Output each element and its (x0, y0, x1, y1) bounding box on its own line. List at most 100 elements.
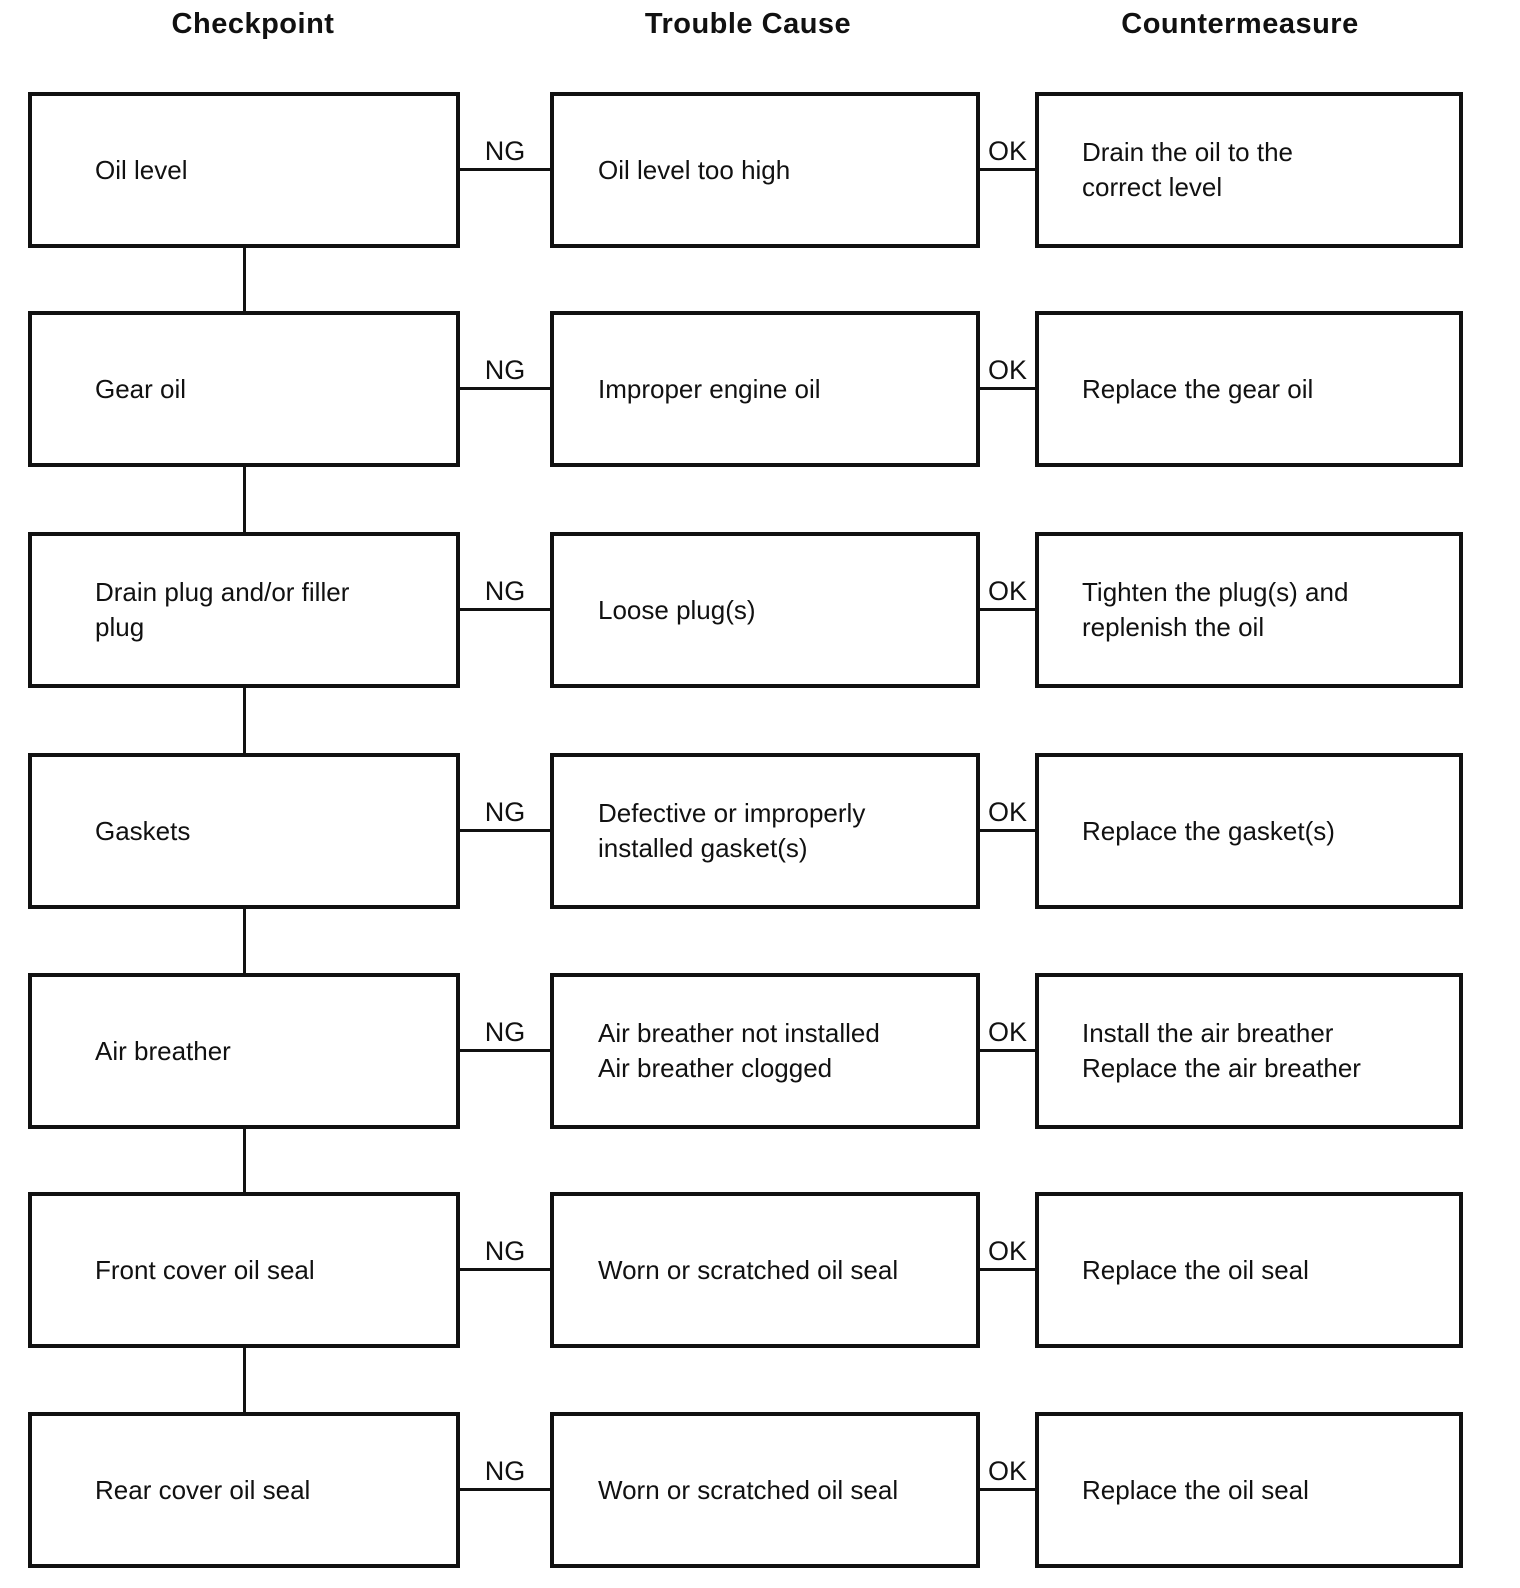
ng-connector: NG (460, 973, 550, 1129)
countermeasure-box: Replace the oil seal (1035, 1192, 1463, 1348)
ng-connector: NG (460, 753, 550, 909)
vertical-connector-line (243, 688, 246, 753)
trouble-cause-box: Worn or scratched oil seal (550, 1412, 980, 1568)
ng-connector-line (460, 1268, 550, 1271)
trouble-cause-box: Oil level too high (550, 92, 980, 248)
ng-connector: NG (460, 532, 550, 688)
countermeasure-text: Drain the oil to the correct level (1082, 137, 1294, 202)
trouble-cause-text: Defective or improperly installed gasket… (598, 798, 866, 863)
ok-label: OK (987, 136, 1028, 166)
flow-row: Oil level NG Oil level too high OK Drain… (0, 92, 1520, 248)
trouble-cause-text: Air breather not installed Air breather … (598, 1018, 880, 1083)
ok-connector-line (980, 1488, 1035, 1491)
checkpoint-box: Front cover oil seal (28, 1192, 460, 1348)
ng-connector-line (460, 1049, 550, 1052)
checkpoint-text: Air breather (95, 1035, 231, 1066)
checkpoint-text: Front cover oil seal (95, 1254, 315, 1285)
checkpoint-text: Gaskets (95, 815, 191, 846)
ng-label: NG (484, 797, 526, 827)
ok-connector-line (980, 168, 1035, 171)
countermeasure-text: Tighten the plug(s) and replenish the oi… (1082, 577, 1349, 642)
ng-label: NG (484, 136, 526, 166)
checkpoint-box: Rear cover oil seal (28, 1412, 460, 1568)
trouble-cause-text: Improper engine oil (598, 373, 821, 404)
ok-label: OK (987, 797, 1028, 827)
ng-label: NG (484, 1236, 526, 1266)
checkpoint-text: Gear oil (95, 373, 187, 404)
flow-row: Gaskets NG Defective or improperly insta… (0, 753, 1520, 909)
ng-label: NG (484, 576, 526, 606)
trouble-cause-text: Worn or scratched oil seal (598, 1254, 899, 1285)
trouble-cause-text: Worn or scratched oil seal (598, 1474, 899, 1505)
ok-connector: OK (980, 1192, 1035, 1348)
flow-row: Front cover oil seal NG Worn or scratche… (0, 1192, 1520, 1348)
vertical-connector-line (243, 1129, 246, 1192)
ng-connector-line (460, 168, 550, 171)
trouble-cause-box: Improper engine oil (550, 311, 980, 467)
trouble-cause-box: Loose plug(s) (550, 532, 980, 688)
countermeasure-text: Replace the gear oil (1082, 373, 1314, 404)
ok-label: OK (987, 355, 1028, 385)
trouble-cause-text: Oil level too high (598, 154, 791, 185)
vertical-connector-line (243, 467, 246, 532)
countermeasure-text: Replace the gasket(s) (1082, 815, 1335, 846)
countermeasure-box: Drain the oil to the correct level (1035, 92, 1463, 248)
ng-connector: NG (460, 1412, 550, 1568)
vertical-connector-line (243, 248, 246, 311)
ng-label: NG (484, 1017, 526, 1047)
checkpoint-text: Rear cover oil seal (95, 1474, 311, 1505)
vertical-connector-line (243, 1348, 246, 1412)
countermeasure-box: Tighten the plug(s) and replenish the oi… (1035, 532, 1463, 688)
ok-label: OK (987, 1236, 1028, 1266)
checkpoint-text: Oil level (95, 154, 188, 185)
checkpoint-box: Air breather (28, 973, 460, 1129)
trouble-cause-text: Loose plug(s) (598, 594, 756, 625)
trouble-cause-box: Defective or improperly installed gasket… (550, 753, 980, 909)
ng-connector: NG (460, 92, 550, 248)
flow-row: Drain plug and/or filler plug NG Loose p… (0, 532, 1520, 688)
ng-connector-line (460, 1488, 550, 1491)
ok-connector-line (980, 1268, 1035, 1271)
ok-connector-line (980, 608, 1035, 611)
ok-connector: OK (980, 1412, 1035, 1568)
checkpoint-box: Drain plug and/or filler plug (28, 532, 460, 688)
ok-connector-line (980, 829, 1035, 832)
ok-connector: OK (980, 753, 1035, 909)
countermeasure-text: Replace the oil seal (1082, 1474, 1309, 1505)
countermeasure-box: Replace the gasket(s) (1035, 753, 1463, 909)
ng-connector-line (460, 829, 550, 832)
flow-row: Rear cover oil seal NG Worn or scratched… (0, 1412, 1520, 1568)
ng-connector: NG (460, 311, 550, 467)
ok-connector-line (980, 1049, 1035, 1052)
trouble-cause-box: Worn or scratched oil seal (550, 1192, 980, 1348)
countermeasure-text: Install the air breather Replace the air… (1082, 1018, 1361, 1083)
ng-label: NG (484, 1456, 526, 1486)
flow-row: Gear oil NG Improper engine oil OK Repla… (0, 311, 1520, 467)
column-header-checkpoint: Checkpoint (171, 8, 335, 40)
countermeasure-box: Replace the oil seal (1035, 1412, 1463, 1568)
trouble-cause-box: Air breather not installed Air breather … (550, 973, 980, 1129)
ok-connector: OK (980, 92, 1035, 248)
countermeasure-text: Replace the oil seal (1082, 1254, 1309, 1285)
ng-connector-line (460, 608, 550, 611)
column-header-countermeasure: Countermeasure (1121, 8, 1359, 40)
ok-label: OK (987, 1017, 1028, 1047)
ok-label: OK (987, 576, 1028, 606)
checkpoint-text: Drain plug and/or filler plug (95, 577, 350, 642)
flow-row: Air breather NG Air breather not install… (0, 973, 1520, 1129)
checkpoint-box: Gear oil (28, 311, 460, 467)
countermeasure-box: Install the air breather Replace the air… (1035, 973, 1463, 1129)
vertical-connector-line (243, 909, 246, 973)
checkpoint-box: Gaskets (28, 753, 460, 909)
ng-label: NG (484, 355, 526, 385)
ng-connector: NG (460, 1192, 550, 1348)
ok-connector: OK (980, 532, 1035, 688)
column-header-trouble-cause: Trouble Cause (644, 8, 852, 40)
ng-connector-line (460, 387, 550, 390)
checkpoint-box: Oil level (28, 92, 460, 248)
ok-connector: OK (980, 973, 1035, 1129)
ok-connector-line (980, 387, 1035, 390)
ok-connector: OK (980, 311, 1035, 467)
ok-label: OK (987, 1456, 1028, 1486)
